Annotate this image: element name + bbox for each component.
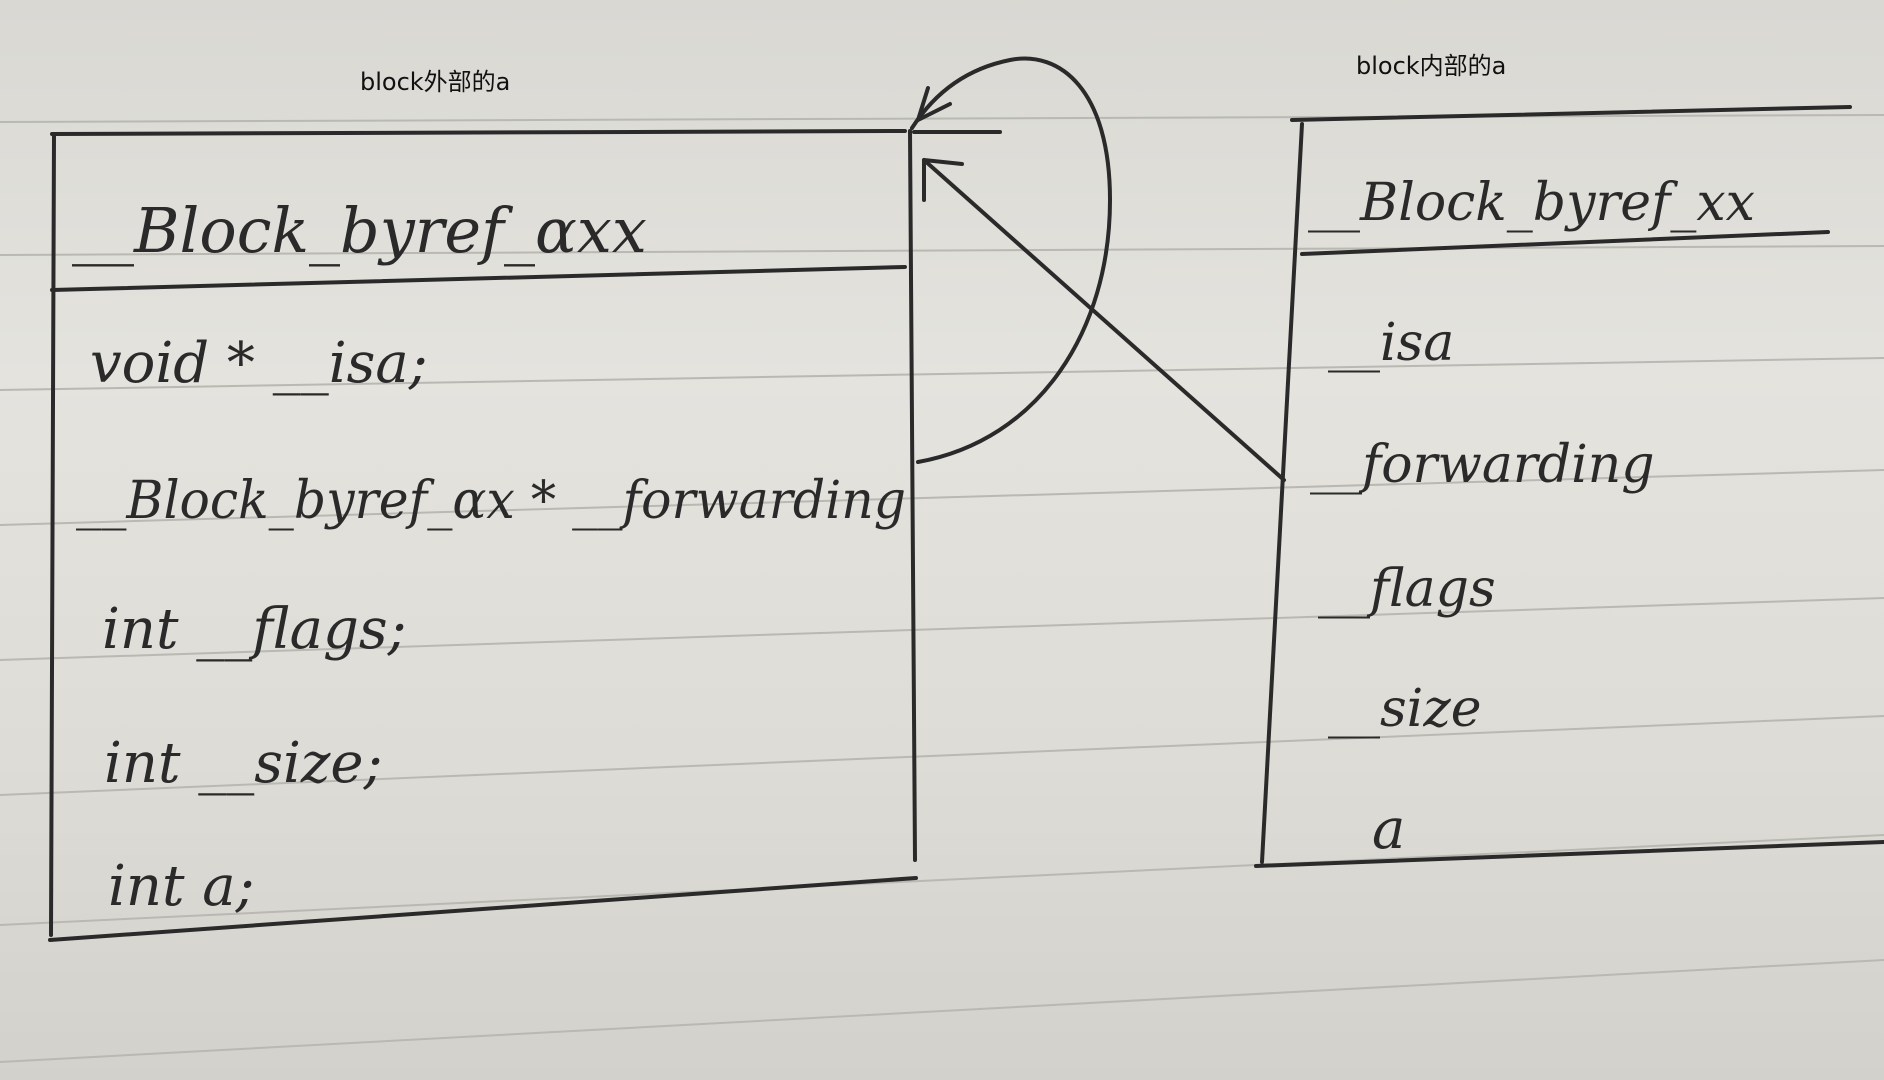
ruled-lines — [0, 114, 1884, 1063]
left-field-forwarding: __Block_byref_αx * __forwarding — [76, 471, 906, 531]
right-caption: block内部的a — [1356, 52, 1506, 80]
left-box-title-divider — [50, 265, 907, 292]
left-struct-title: __Block_byref_αxx — [72, 194, 647, 267]
pointer-arrowhead — [922, 158, 964, 202]
left-field-a: int a; — [108, 854, 255, 919]
left-field-size: int __size; — [104, 731, 382, 796]
right-field-forwarding: __forwarding — [1310, 435, 1654, 495]
left-caption: block外部的a — [360, 68, 510, 96]
left-field-isa: void * __isa; — [90, 331, 428, 396]
loop-curve — [910, 56, 1112, 464]
right-box-top-border — [1290, 105, 1852, 122]
left-box-right-border — [908, 129, 917, 862]
left-forwarding-loop-arrow — [910, 56, 1112, 464]
right-field-flags: __flags — [1318, 559, 1496, 619]
pointer-line — [922, 158, 1286, 482]
left-box-left-border — [49, 132, 56, 937]
right-struct-box — [1254, 105, 1884, 868]
left-field-flags: int __flags; — [102, 597, 406, 662]
right-box-title-divider — [1300, 230, 1830, 256]
left-box-top-border — [50, 129, 907, 136]
right-field-isa: __isa — [1328, 313, 1454, 373]
right-to-left-forwarding-arrow — [922, 158, 1286, 482]
right-field-size: __size — [1328, 679, 1482, 739]
loop-arrowhead — [912, 86, 1002, 134]
left-box-bottom-border — [48, 876, 918, 942]
right-box-left-border — [1260, 122, 1304, 864]
right-box-bottom-border — [1254, 840, 1884, 868]
right-field-a: a — [1372, 797, 1405, 862]
right-struct-title: __Block_byref_xx — [1308, 173, 1755, 233]
left-struct-box — [48, 129, 918, 942]
